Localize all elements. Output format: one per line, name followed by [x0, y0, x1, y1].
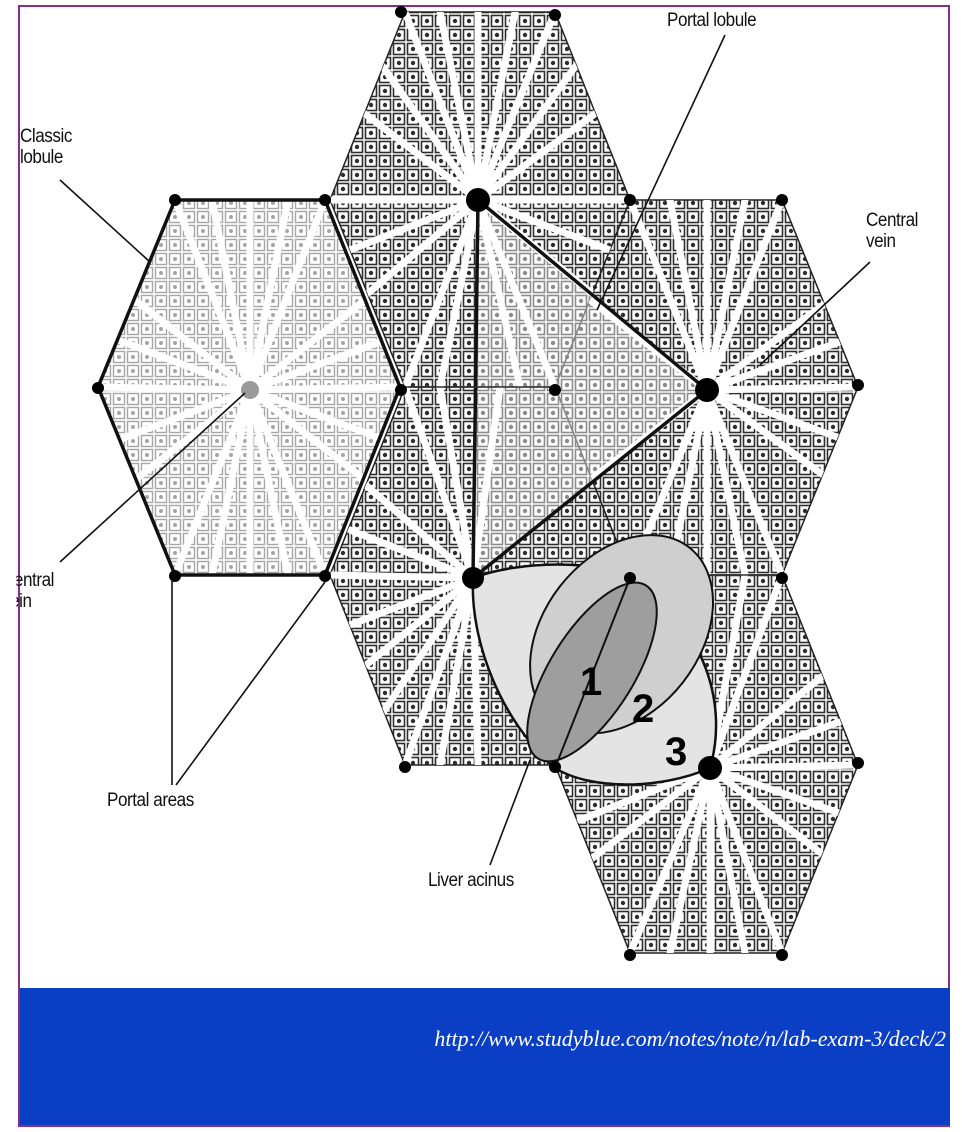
source-url: http://www.studyblue.com/notes/note/n/la… — [434, 1026, 946, 1052]
source-banner: http://www.studyblue.com/notes/note/n/la… — [20, 988, 950, 1125]
classic-lobule-label: Classic lobule — [20, 126, 72, 168]
zone-2-label: 2 — [632, 687, 654, 731]
zone-3-label: 3 — [665, 730, 687, 774]
liver-acinus-label: Liver acinus — [428, 870, 514, 891]
liver-lobule-diagram: 1 2 3 — [0, 0, 962, 990]
central-vein-right-label: Central vein — [866, 210, 918, 252]
central-vein-left-dot — [241, 381, 259, 399]
zone-1-label: 1 — [580, 660, 602, 704]
portal-areas-label: Portal areas — [107, 790, 194, 811]
portal-lobule-label: Portal lobule — [667, 10, 756, 31]
